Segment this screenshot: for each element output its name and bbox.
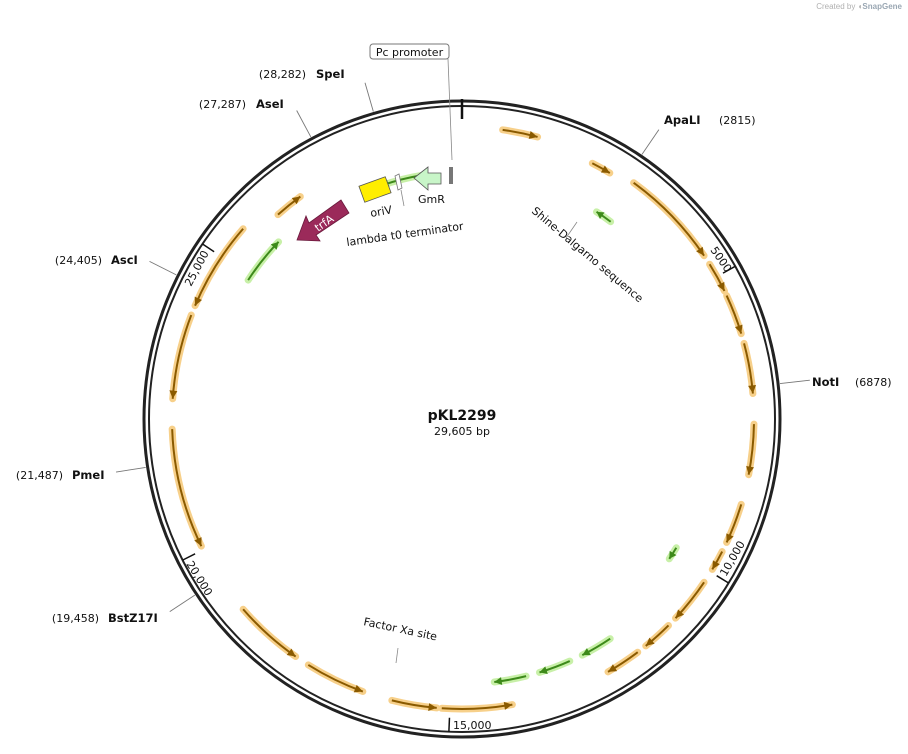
orf-head-18 (428, 703, 437, 712)
orf-head-20 (286, 648, 296, 657)
site-line-NotI (779, 379, 810, 384)
orf-head-22 (169, 390, 178, 399)
site-name: SpeI (316, 67, 345, 81)
pc-promoter-box (369, 43, 450, 60)
feature-label: Factor Xa site (362, 615, 438, 643)
site-line-PmeI (115, 467, 146, 473)
tick-marks (182, 99, 736, 732)
tick-10000 (716, 575, 729, 584)
site-pmeI[interactable]: (21,487) PmeI (16, 468, 105, 482)
orf-head-11 (675, 609, 685, 619)
site-name: AseI (256, 97, 284, 111)
site-notI[interactable]: NotI (6878) (812, 375, 892, 389)
site-line-SpeI (364, 82, 374, 112)
tick-25000 (202, 243, 215, 253)
feature-factor-xa-site[interactable]: Factor Xa site (362, 615, 438, 664)
feature-pc-promoter[interactable]: Pc promoter (369, 43, 453, 184)
orf-head-17 (503, 701, 513, 710)
orf-head-14 (582, 648, 591, 656)
site-position: (19,458) (52, 612, 99, 625)
orf-head-4 (717, 281, 725, 291)
pc-promoter-mark (449, 167, 453, 184)
site-ascI[interactable]: (24,405) AscI (55, 253, 138, 267)
snapgene-logo-icon: ◖ (857, 2, 863, 11)
orf-head-12 (645, 637, 655, 646)
site-bstZ17I[interactable]: (19,458) BstZ17I (52, 611, 158, 625)
site-leader-lines (115, 82, 810, 612)
orf-head-19 (353, 684, 363, 693)
plasmid-name: pKL2299 (428, 408, 497, 424)
credit-prefix: Created by (816, 2, 856, 11)
feature-label: Pc promoter (376, 46, 444, 59)
orf-halo-21 (168, 425, 205, 550)
orf-halo-22 (169, 311, 195, 403)
feature-label: lambda t0 terminator (346, 220, 465, 249)
site-position: (6878) (855, 376, 892, 389)
site-name: BstZ17I (108, 611, 158, 625)
site-name: NotI (812, 375, 839, 389)
feature-trfa[interactable]: trfA (296, 199, 350, 242)
orf-head-8 (726, 533, 734, 543)
orf-head-21 (194, 537, 202, 547)
orf-head-15 (539, 666, 548, 674)
site-position: (28,282) (259, 68, 306, 81)
plasmid-length: 29,605 bp (434, 425, 490, 438)
orf-head-25 (291, 196, 301, 205)
tick-20000 (182, 553, 196, 561)
feature-gmr[interactable]: GmR (413, 166, 445, 206)
orf-head-1 (600, 165, 610, 173)
site-line-ApaLI (641, 129, 660, 155)
oriv-box (358, 176, 392, 203)
orf-head-5 (734, 324, 743, 334)
factor-xa-leader (395, 647, 399, 664)
site-position: (21,487) (16, 469, 63, 482)
tick-15000 (448, 717, 451, 732)
orf-arrows (168, 126, 758, 713)
pc-promoter-leader (447, 58, 453, 161)
feature-shine-dalgarno[interactable]: Shine-Dalgarno sequence (529, 204, 646, 305)
site-line-BstZ17I (169, 594, 196, 612)
site-name: PmeI (72, 468, 105, 482)
site-name: AscI (111, 253, 138, 267)
site-speI[interactable]: (28,282) SpeI (259, 67, 345, 81)
feature-oriv[interactable]: oriV (358, 176, 394, 220)
site-line-AscI (149, 260, 177, 276)
site-apaLI[interactable]: ApaLI (2815) (664, 113, 756, 127)
orf-head-13 (608, 664, 618, 672)
feature-label: oriV (369, 203, 393, 220)
feature-label: GmR (418, 193, 445, 206)
orf-halo-3 (630, 179, 708, 260)
orf-head-3 (696, 246, 705, 256)
credit-brand: SnapGene (862, 2, 902, 11)
orf-head-2 (596, 211, 605, 219)
terminator-leader (400, 189, 405, 207)
site-aseI[interactable]: (27,287) AseI (199, 97, 284, 111)
orf-arrow-3 (633, 181, 705, 257)
site-position: (2815) (719, 114, 756, 127)
orf-head-0 (528, 131, 538, 139)
site-position: (27,287) (199, 98, 246, 111)
tick-5000 (722, 265, 736, 274)
site-position: (24,405) (55, 254, 102, 267)
tick-label-15000: 15,000 (453, 719, 492, 732)
orf-head-10 (669, 550, 677, 559)
orf-head-6 (748, 384, 757, 394)
orf-head-7 (746, 466, 755, 475)
snapgene-credit: Created by ◖SnapGene (816, 2, 902, 11)
orf-head-24 (270, 241, 279, 250)
trfa-arrow (296, 199, 350, 242)
feature-label: Shine-Dalgarno sequence (529, 204, 646, 305)
gmr-arrow (413, 166, 442, 191)
orf-head-23 (194, 296, 202, 306)
orf-head-16 (494, 677, 503, 685)
orf-arrow-21 (171, 429, 203, 547)
site-name: ApaLI (664, 113, 701, 127)
terminator-marker (394, 173, 403, 191)
sd-leader (565, 221, 578, 239)
orf-head-9 (712, 560, 720, 570)
site-line-AseI (296, 110, 312, 138)
